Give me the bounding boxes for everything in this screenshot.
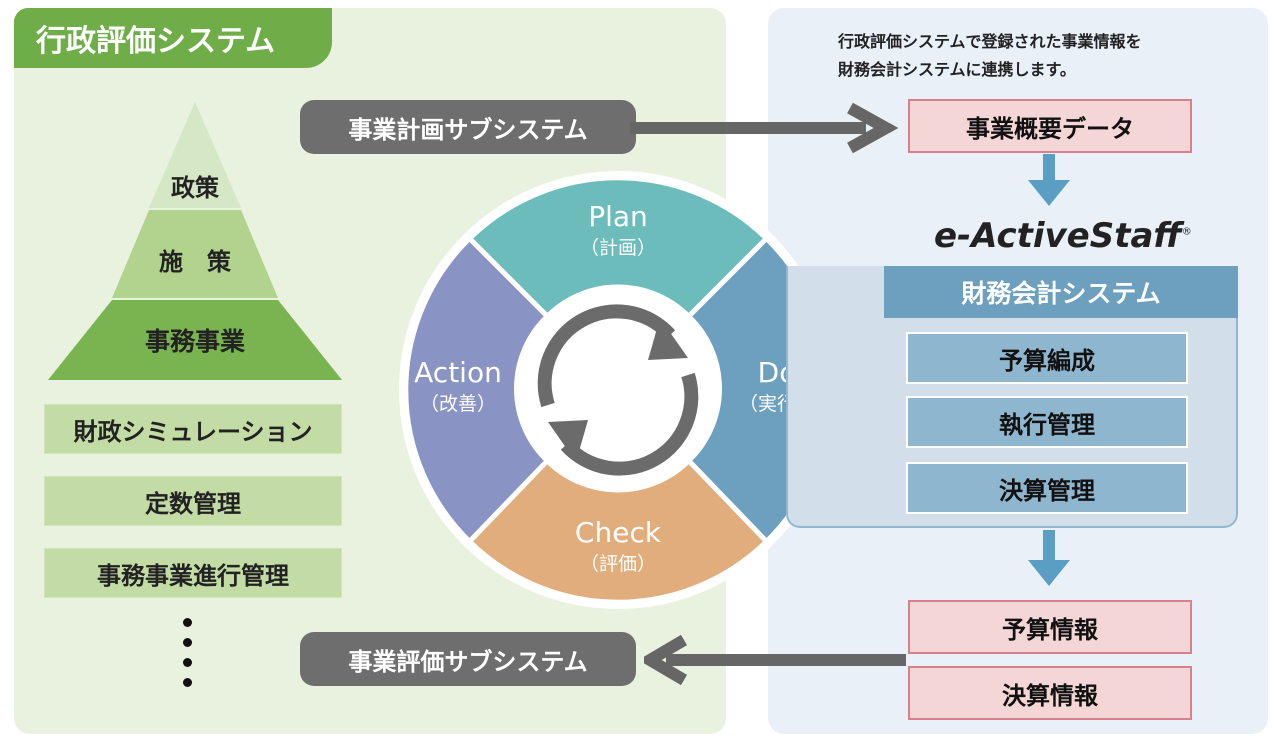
plan-segment [465,175,771,320]
page-title: 行政評価システム [14,8,332,68]
policy-pyramid [48,102,342,380]
planning-subsystem-box: 事業計画サブシステム [300,100,636,154]
ellipsis-dot [183,618,192,627]
execution-management-box: 執行管理 [906,396,1188,448]
action-segment [403,234,551,546]
budget-info-box: 予算情報 [908,600,1192,654]
ellipsis-dot [183,658,192,667]
ellipsis-dot [183,678,192,687]
settlement-management-box: 決算管理 [906,462,1188,514]
pyramid-bottom-tier [48,300,342,380]
e-activestaff-logo: e-ActiveStaff® [934,216,1192,256]
action-title: Action [414,356,502,389]
logo-text: e-ActiveStaff [934,216,1182,256]
project-progress-box: 事務事業進行管理 [44,548,342,598]
pyramid-label-policy: 政策 [171,174,219,202]
action-subtitle: （改善） [419,393,496,415]
arrow-down-icon [1028,154,1070,206]
check-label: Check （評価） [538,516,698,576]
pyramid-label-projects: 事務事業 [144,327,245,356]
plan-title: Plan [588,200,648,233]
budget-compilation-box: 予算編成 [906,332,1188,384]
pyramid-top-tier [149,102,241,208]
ellipsis-dot [183,638,192,647]
project-overview-data-box: 事業概要データ [908,99,1192,153]
check-segment [465,457,771,605]
pyramid-middle-tier [112,210,278,298]
pyramid-label-measures: 施 策 [159,248,231,276]
plan-subtitle: （計画） [579,237,656,259]
finance-system-title: 財務会計システム [884,266,1238,318]
arrow-right-icon [630,102,899,154]
arrow-left-icon [644,634,906,686]
registered-mark: ® [1181,226,1192,238]
check-subtitle: （評価） [579,553,656,575]
staff-quota-box: 定数管理 [44,476,342,526]
fiscal-simulation-box: 財政シミュレーション [44,404,342,454]
evaluation-subsystem-box: 事業評価サブシステム [300,632,636,686]
link-note-line-1: 行政評価システムで登録された事業情報を [838,32,1142,51]
link-note: 行政評価システムで登録された事業情報を 財務会計システムに連携します。 [838,28,1258,84]
action-label: Action （改善） [400,356,516,416]
plan-label: Plan （計画） [538,200,698,260]
arrow-down-icon [1028,530,1070,586]
settlement-info-box: 決算情報 [908,666,1192,720]
check-title: Check [574,516,662,549]
pdca-cycle [399,171,837,609]
link-note-line-2: 財務会計システムに連携します。 [838,60,1076,79]
cycle-refresh-icon [537,304,699,476]
